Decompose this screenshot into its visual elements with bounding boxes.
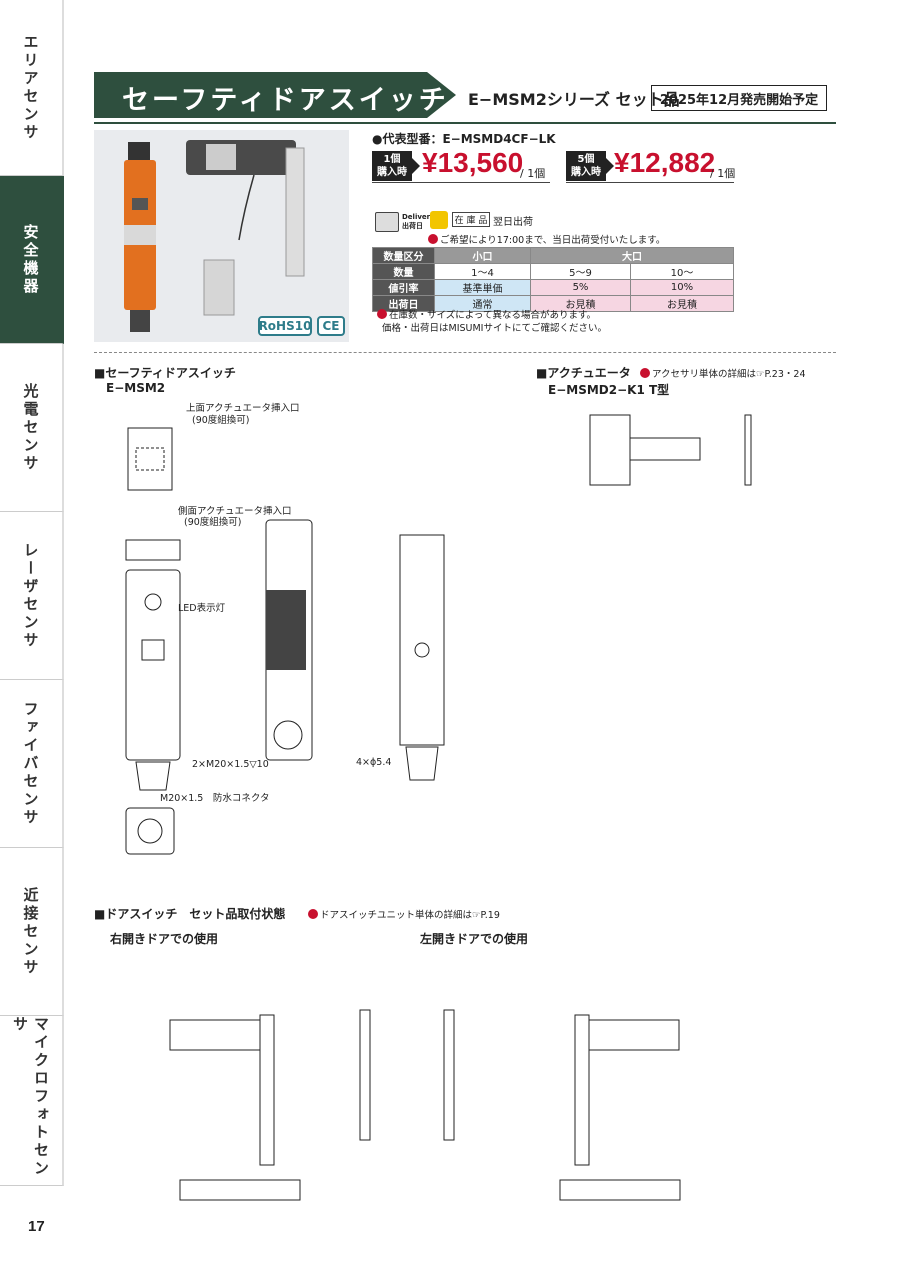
info-icon	[377, 309, 387, 319]
switch-side-view	[265, 519, 313, 761]
sidebar-tab[interactable]: マイクロフォトセンサ	[0, 1016, 64, 1186]
table-row: 数量 1〜4 5〜9 10〜	[372, 263, 734, 280]
page-number: 17	[28, 1218, 45, 1235]
product-photo	[94, 130, 349, 342]
next-day-label: 翌日出荷	[493, 217, 533, 228]
price-underline	[372, 182, 550, 183]
price-underline	[566, 182, 734, 183]
table-row: 出荷日 通常 お見積 お見積	[372, 295, 734, 312]
ce-badge: CE	[317, 316, 345, 336]
title-banner: セーフティドアスイッチ	[94, 72, 456, 118]
table-row: 数量区分 小口 大口	[372, 247, 734, 264]
door-section-title: ■ドアスイッチ セット品取付状態	[94, 907, 286, 921]
left-door-drawing	[443, 1009, 681, 1201]
switch-section-title: ■セーフティドアスイッチ	[94, 366, 236, 380]
sidebar-tab[interactable]: ファイバセンサ	[0, 680, 64, 848]
sidebar-tab[interactable]: レーザセンサ	[0, 512, 64, 680]
switch-front-view	[125, 539, 181, 791]
info-icon	[308, 909, 318, 919]
stock-label: 在 庫 品	[452, 212, 490, 227]
thread-label: 2×M20×1.5▽10	[192, 759, 269, 770]
connector-label: M20×1.5 防水コネクタ	[160, 793, 270, 804]
delivery-truck-icon	[375, 212, 399, 232]
price-tag-5: 5個購入時	[566, 151, 614, 181]
price-unit-5: / 1個	[710, 167, 736, 180]
representative-model: ●代表型番：E−MSMD4CF−LK	[372, 132, 556, 146]
sidebar-tab[interactable]: エリアセンサ	[0, 0, 64, 176]
switch-model: E−MSM2	[106, 381, 166, 395]
led-label: LED表示灯	[178, 603, 226, 614]
section-divider	[94, 352, 836, 353]
actuator-section-title: ■アクチュエータ	[536, 366, 631, 380]
price-notes: 在庫数・サイズによって異なる場合があります。 価格・出荷日はMISUMIサイトに…	[377, 309, 607, 335]
holes-label: 4×ϕ5.4	[356, 757, 392, 768]
door-ref: ドアスイッチユニット単体の詳細は☞P.19	[308, 907, 500, 921]
actuator-ref: アクセサリ単体の詳細は☞P.23・24	[640, 366, 806, 380]
switch-rear-view	[399, 534, 445, 781]
right-door-title: 右開きドアでの使用	[110, 932, 219, 946]
top-insert-note: (90度組換可)	[192, 415, 250, 426]
rohs-badge: RoHS10	[258, 316, 312, 336]
price-unit-1: / 1個	[520, 167, 546, 180]
top-insert-label: 上面アクチュエータ挿入口	[186, 403, 300, 414]
table-row: 値引率 基準単価 5% 10%	[372, 279, 734, 296]
product-illustration	[124, 140, 305, 332]
stock-box-icon	[430, 211, 448, 229]
price-5: ¥12,882	[614, 147, 716, 178]
actuator-drawing	[589, 414, 752, 486]
sidebar-tab[interactable]: 光電センサ	[0, 344, 64, 512]
price-tag-1: 1個購入時	[372, 151, 420, 181]
actuator-model: E−MSMD2−K1 T型	[548, 383, 670, 397]
info-icon	[640, 368, 650, 378]
info-icon	[428, 234, 438, 244]
switch-top-view	[127, 427, 173, 491]
sidebar-tab-active[interactable]: 安全機器	[0, 176, 64, 344]
delivery-note: ご希望により17:00まで、当日出荷受付いたします。	[428, 232, 665, 246]
side-insert-note: (90度組換可)	[184, 517, 242, 528]
left-door-title: 左開きドアでの使用	[420, 932, 529, 946]
page-title: セーフティドアスイッチ	[122, 85, 449, 116]
price-1: ¥13,560	[422, 147, 524, 178]
quantity-table: 数量区分 小口 大口 数量 1〜4 5〜9 10〜 値引率 基準単価 5% 10…	[372, 247, 734, 312]
series-label: E−MSM2シリーズ セット品	[468, 90, 680, 109]
sidebar-tab[interactable]: 近接センサ	[0, 848, 64, 1016]
connector-bottom-view	[125, 807, 175, 855]
release-badge: 2025年12月発売開始予定	[651, 85, 827, 111]
side-insert-label: 側面アクチュエータ挿入口	[178, 506, 292, 517]
right-door-drawing	[169, 1009, 371, 1201]
header-rule	[94, 122, 836, 124]
